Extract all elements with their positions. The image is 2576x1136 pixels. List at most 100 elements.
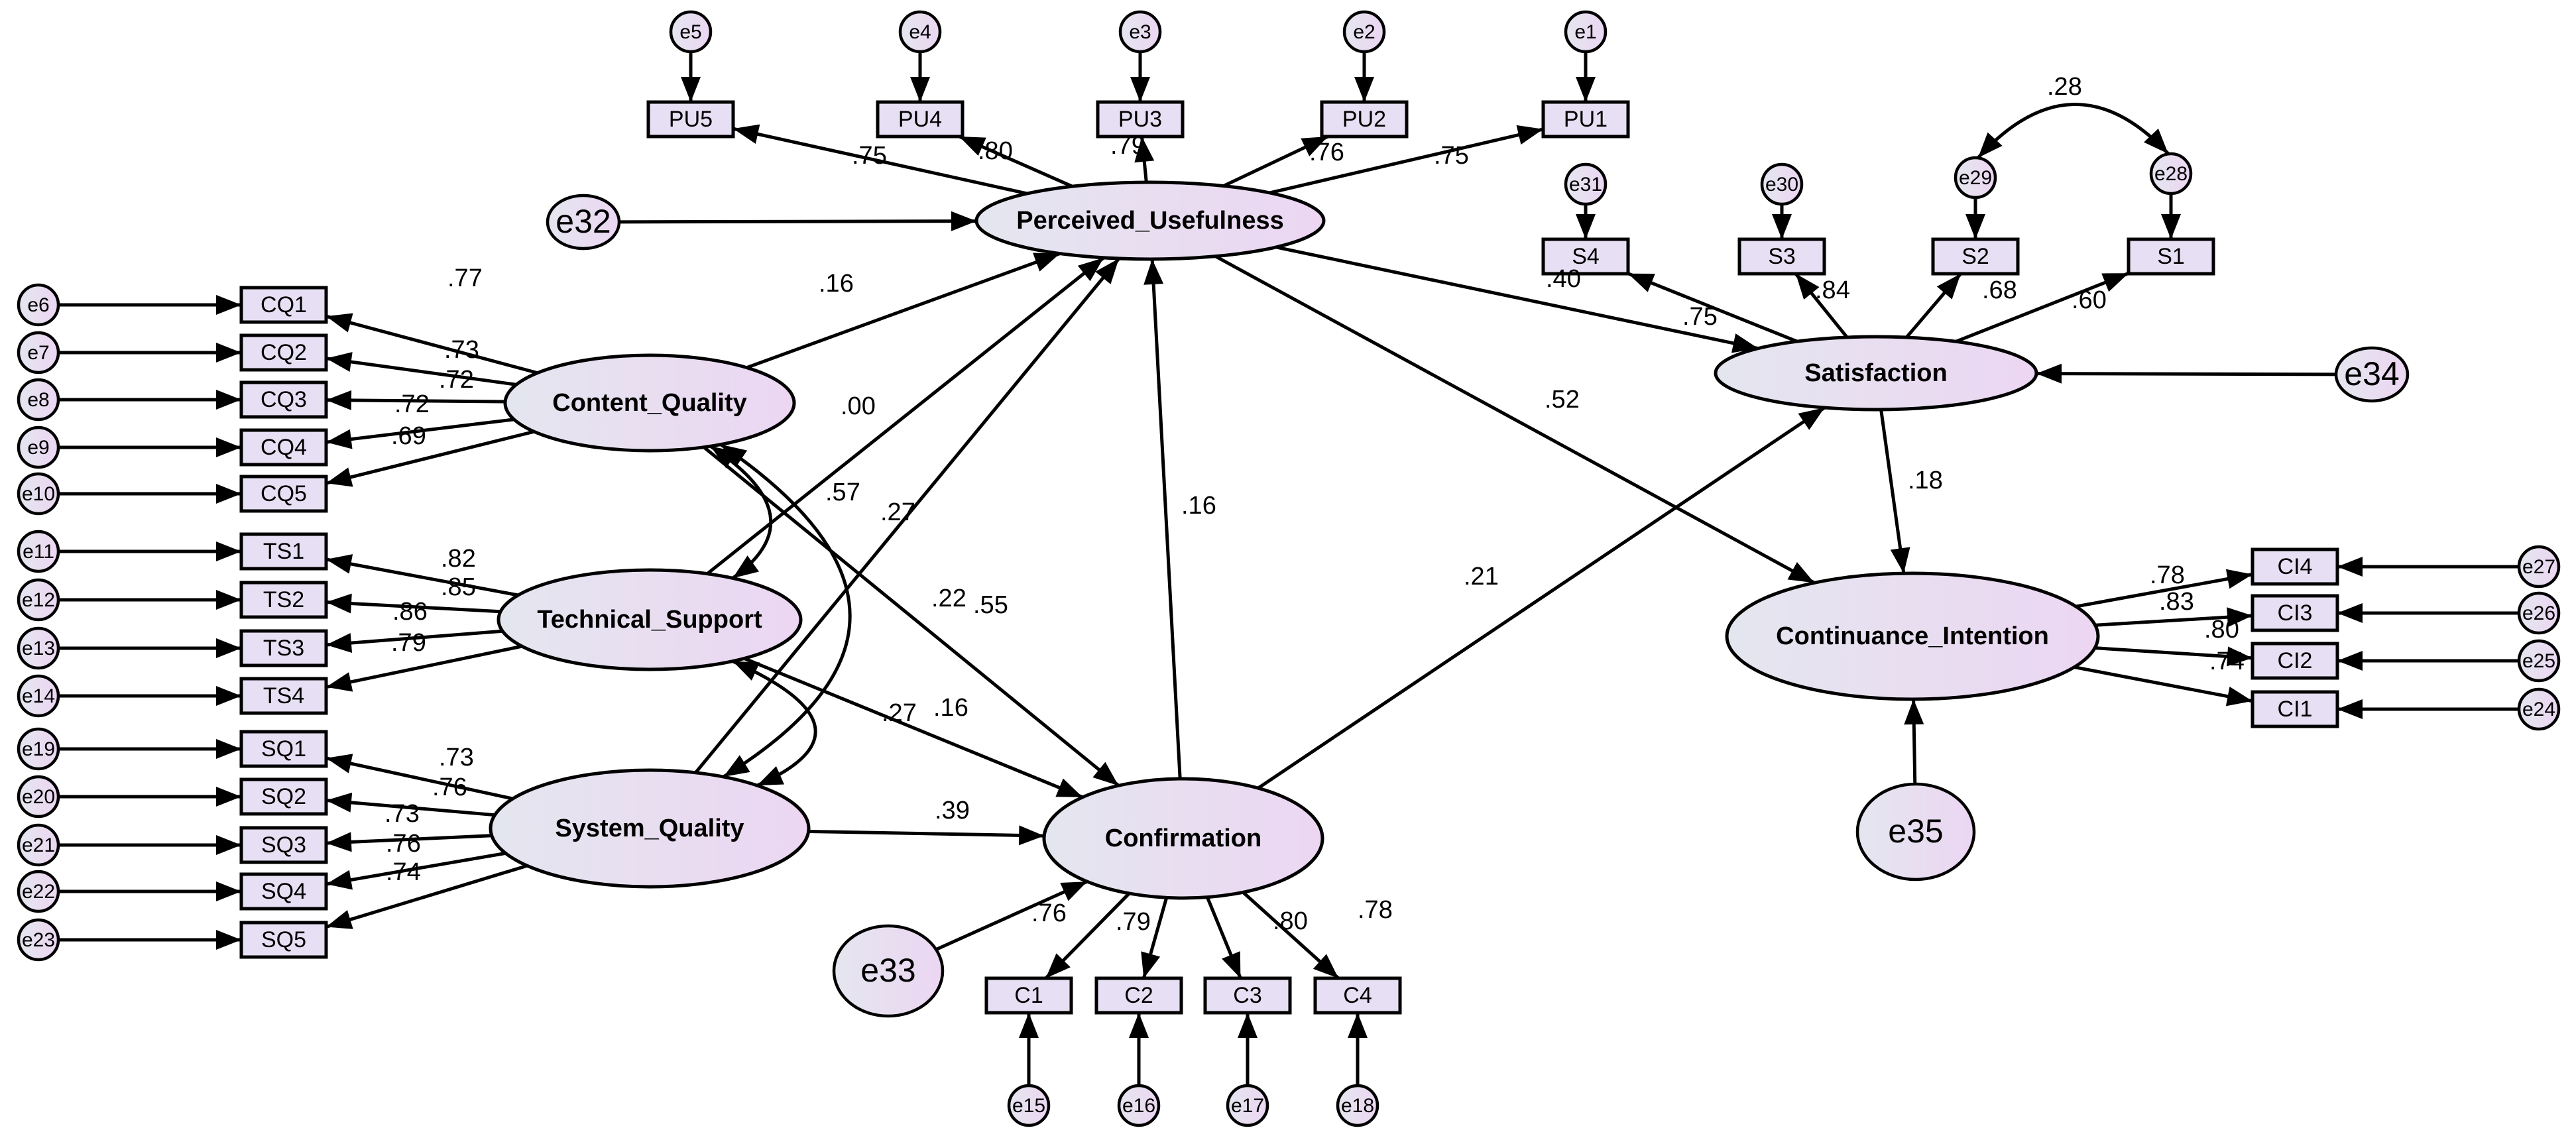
error-path-e12	[58, 590, 241, 610]
indicator-ci3: CI3	[2251, 594, 2339, 632]
loading-label-cq2: .73	[444, 336, 479, 364]
error-path-e21	[58, 835, 241, 855]
error-path-e2	[1354, 52, 1374, 102]
error-e25: e25	[2517, 639, 2561, 683]
loading-label-ts4: .79	[391, 629, 426, 657]
loading-label-sq1: .73	[439, 744, 474, 771]
structural-path-pu_sat	[1275, 245, 1759, 353]
loading-path-ci2	[2094, 646, 2253, 667]
error-e15: e15	[1007, 1084, 1051, 1127]
latent-label: System_Quality	[555, 815, 744, 842]
error-label: e29	[1959, 167, 1992, 189]
loading-path-cq2	[325, 352, 517, 386]
loading-path-sq4	[325, 851, 506, 890]
indicator-cq4: CQ4	[239, 428, 328, 467]
error-e19: e19	[17, 727, 60, 771]
error-label: e7	[27, 342, 49, 364]
latent-label: Continuance_Intention	[1776, 622, 2049, 650]
error-path-e8	[58, 390, 241, 410]
error-label: e16	[1122, 1095, 1155, 1117]
latent-pu: Perceived_Usefulness	[974, 180, 1326, 261]
indicator-label: S2	[1961, 244, 1989, 269]
indicator-label: CI2	[2278, 648, 2313, 673]
error-path-e3	[1130, 52, 1150, 102]
error-label: e11	[23, 541, 54, 563]
error-label: e15	[1012, 1095, 1045, 1117]
indicator-ts4: TS4	[239, 677, 328, 715]
disturbance-e33: e33	[832, 924, 945, 1018]
error-e1: e1	[1564, 10, 1608, 54]
error-label: e8	[27, 389, 49, 411]
indicator-sq2: SQ2	[239, 777, 328, 816]
error-path-e19	[58, 739, 241, 759]
structural-path-sq_pu	[694, 257, 1120, 774]
loading-label-sq4: .76	[386, 830, 421, 858]
loading-path-s2	[1905, 272, 1962, 339]
disturbance-label: e34	[2344, 355, 2399, 392]
error-label: e12	[22, 589, 55, 611]
latent-label: Technical_Support	[537, 606, 762, 634]
loading-label-ts2: .85	[441, 573, 476, 601]
indicator-label: S3	[1768, 244, 1796, 269]
loading-path-ci3	[2095, 607, 2253, 628]
loading-label-pu3: .79	[1110, 132, 1145, 160]
error-e10: e10	[17, 472, 60, 516]
error-path-e16	[1129, 1013, 1149, 1086]
error-path-e7	[58, 343, 241, 363]
structural-label-ts_pu: .27	[880, 498, 915, 526]
disturbance-path-e32	[618, 211, 977, 231]
loading-path-sq5	[325, 864, 528, 929]
error-label: e5	[679, 21, 701, 43]
loading-path-ci4	[2076, 569, 2253, 608]
error-label: e26	[2522, 602, 2555, 624]
error-label: e24	[2522, 699, 2555, 720]
error-e3: e3	[1118, 10, 1162, 54]
loading-label-ts1: .82	[441, 545, 476, 573]
error-e12: e12	[17, 578, 60, 622]
error-label: e23	[22, 929, 55, 951]
error-e17: e17	[1226, 1084, 1269, 1127]
loading-path-cq3	[325, 390, 506, 410]
error-path-e1	[1576, 52, 1596, 102]
error-label: e22	[22, 881, 55, 903]
latent-label: Satisfaction	[1804, 359, 1947, 387]
loading-path-c3	[1205, 896, 1242, 979]
indicator-s1: S1	[2127, 237, 2215, 276]
indicator-label: PU5	[669, 107, 713, 132]
indicator-ci4: CI4	[2251, 547, 2339, 586]
error-path-e17	[1238, 1013, 1258, 1086]
error-path-e22	[58, 881, 241, 901]
indicator-c3: C3	[1203, 976, 1292, 1015]
error-path-e13	[58, 638, 241, 658]
error-label: e6	[27, 294, 49, 316]
error-label: e18	[1341, 1095, 1374, 1117]
error-e29: e29	[1954, 156, 1997, 199]
error-e23: e23	[17, 918, 60, 962]
error-label: e4	[909, 21, 931, 43]
error-path-e4	[910, 52, 930, 102]
indicator-sq1: SQ1	[239, 730, 328, 768]
latent-cq: Content_Quality	[503, 353, 796, 453]
error-e11: e11	[17, 530, 60, 573]
error-path-e14	[58, 686, 241, 706]
error-e24: e24	[2517, 687, 2561, 731]
indicator-sq5: SQ5	[239, 921, 328, 959]
disturbance-e34: e34	[2334, 346, 2410, 403]
indicator-sq3: SQ3	[239, 826, 328, 864]
indicator-label: CI1	[2278, 697, 2313, 722]
error-label: e3	[1129, 21, 1151, 43]
indicator-ci1: CI1	[2251, 690, 2339, 728]
loading-path-c4	[1242, 891, 1340, 980]
structural-label-pu_ci: .52	[1545, 386, 1580, 414]
indicator-label: C2	[1124, 983, 1153, 1008]
error-label: e21	[22, 834, 55, 856]
structural-path-cf_sat	[1257, 406, 1826, 790]
indicator-label: PU3	[1118, 107, 1162, 132]
indicator-label: CQ3	[261, 387, 307, 412]
structural-label-cf_sat: .21	[1464, 563, 1499, 591]
loading-label-pu2: .76	[1309, 139, 1344, 166]
error-path-e20	[58, 787, 241, 807]
covariance-e29-e28	[1977, 103, 2170, 159]
loading-label-sq2: .76	[432, 773, 467, 801]
